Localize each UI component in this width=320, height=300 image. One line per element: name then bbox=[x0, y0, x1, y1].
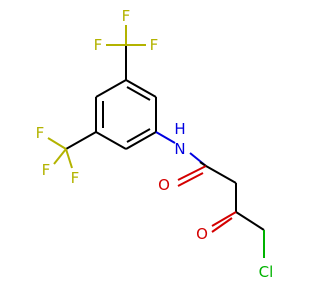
ring-double-bond bbox=[126, 128, 151, 143]
ring-double-bond bbox=[126, 86, 151, 101]
hydrogen-label: H bbox=[174, 120, 185, 138]
fluorine-label: F bbox=[122, 7, 131, 25]
ring-bond bbox=[125, 131, 157, 150]
chloroacetyl-chain: O Cl bbox=[196, 165, 274, 281]
bond-c-o-double bbox=[211, 217, 233, 233]
bond-c-o-double bbox=[211, 211, 237, 227]
benzene-ring bbox=[95, 79, 157, 150]
ring-bond bbox=[95, 131, 127, 150]
bond-n-c bbox=[199, 161, 207, 167]
fluorine-label: F bbox=[94, 36, 103, 54]
fluorine-label: F bbox=[71, 169, 80, 187]
bond-c-f bbox=[47, 137, 67, 150]
fluorine-label: F bbox=[36, 124, 45, 142]
bond-c-c bbox=[205, 165, 237, 184]
fluorine-label: F bbox=[42, 161, 51, 179]
molecule-structure: F F F F F F N H O O Cl bbox=[36, 7, 274, 281]
trifluoromethyl-top: F F F bbox=[94, 7, 159, 80]
fluorine-label: F bbox=[150, 36, 159, 54]
trifluoromethyl-left: F F F bbox=[36, 124, 97, 187]
ring-bond bbox=[95, 79, 127, 98]
oxygen-label: O bbox=[196, 225, 208, 243]
bond-c-o-double bbox=[177, 165, 207, 181]
bond-c-c bbox=[235, 211, 265, 231]
ring-bond bbox=[125, 79, 157, 98]
chlorine-label: Cl bbox=[259, 263, 274, 281]
bond-ring-cf3 bbox=[65, 131, 97, 150]
oxygen-label: O bbox=[158, 176, 170, 194]
bond-c-o-double bbox=[177, 172, 204, 187]
nitrogen-label: N bbox=[174, 140, 185, 158]
bond-ring-n bbox=[155, 131, 176, 144]
bond-c-f bbox=[65, 148, 73, 169]
bond-c-f bbox=[53, 148, 67, 165]
amide-group: N H O bbox=[155, 120, 207, 194]
